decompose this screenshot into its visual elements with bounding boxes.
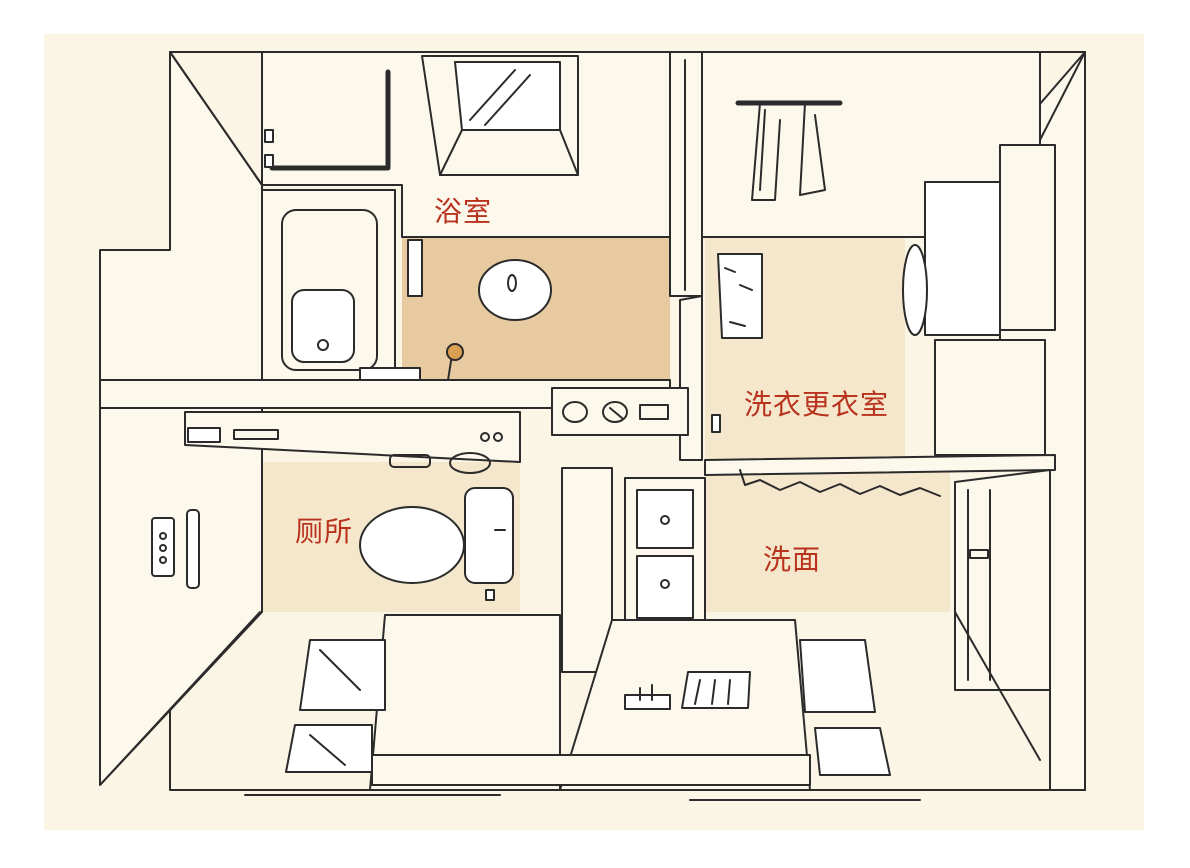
floor-mats xyxy=(285,639,891,776)
curtain xyxy=(704,454,1056,497)
toilet-label: 厕所 xyxy=(295,515,354,548)
slippers xyxy=(624,684,671,710)
bathtub xyxy=(261,189,396,381)
partition-wall xyxy=(669,51,703,461)
bathroom-label: 浴室 xyxy=(434,195,493,228)
toilet-control-panel xyxy=(151,509,200,589)
toilet-bowl xyxy=(359,487,514,601)
door-handle xyxy=(711,414,721,433)
washroom-cabinet xyxy=(954,469,1051,691)
washroom-floor xyxy=(705,470,950,612)
wall-notice xyxy=(717,253,763,339)
faucet xyxy=(359,367,421,381)
washing-machine xyxy=(902,144,1056,456)
bathroom-window xyxy=(421,55,579,176)
washroom-vanity xyxy=(561,467,706,673)
washroom-label: 洗面 xyxy=(763,543,822,576)
shower-switch xyxy=(407,239,423,297)
laundry-dressing-room-label: 洗衣更衣室 xyxy=(744,388,890,421)
bath-stool xyxy=(681,671,751,709)
toilet-back-wall xyxy=(99,407,521,786)
ledge xyxy=(99,379,689,436)
towel-rack xyxy=(735,100,843,201)
grab-bar xyxy=(269,69,391,171)
